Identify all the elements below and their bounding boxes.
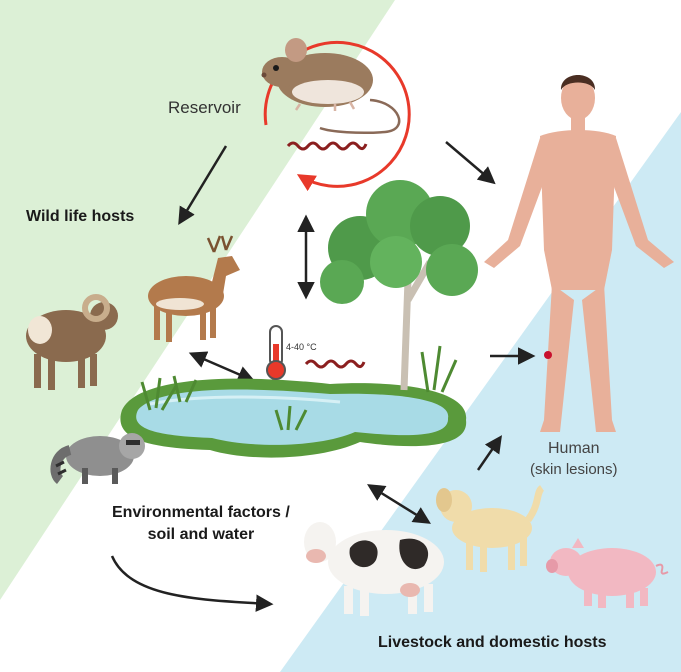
human-sublabel: (skin lesions)	[530, 461, 618, 478]
tree-icon	[320, 180, 478, 390]
environmental-factors-line1: Environmental factors /	[112, 502, 290, 524]
human-label: Human	[548, 440, 600, 458]
wildlife-hosts-label: Wild life hosts	[26, 208, 134, 226]
lesion-marker-icon	[544, 351, 552, 359]
environmental-factors-label: Environmental factors / soil and water	[112, 502, 290, 546]
arrow-wildlife-environment	[192, 354, 252, 380]
arrow-reservoir-to-human	[446, 142, 493, 182]
thermometer-icon	[267, 326, 285, 379]
environmental-factors-line2: soil and water	[112, 524, 290, 546]
pond-icon	[120, 346, 466, 458]
reservoir-label: Reservoir	[168, 98, 241, 118]
temperature-label: 4-40 °C	[286, 342, 317, 352]
environment-worm-icon	[306, 361, 364, 367]
arrow-wildlife-to-livestock	[112, 556, 270, 604]
livestock-domestic-hosts-label: Livestock and domestic hosts	[378, 634, 607, 652]
